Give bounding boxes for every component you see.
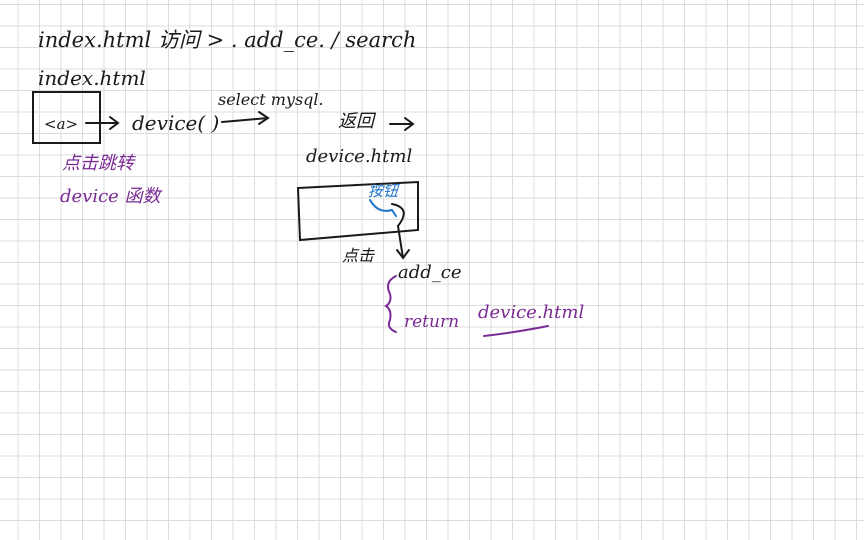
arrow-select-mysql [221,111,270,125]
return-word: return [404,312,460,332]
arrow-after-return [389,117,415,131]
return-label: 返回 [338,111,374,132]
heading-note: index.html 访问 > . add_ce. / search [38,28,417,52]
device-html-label: device.html [306,146,413,167]
index-box [32,91,101,144]
click-note: 点击 [342,246,375,265]
index-html-label: index.html [38,66,146,90]
button-scribble [369,199,397,217]
device-fn-note: device 函数 [60,186,161,207]
arrow-to-device [85,116,120,130]
click-jump-note: 点击跳转 [62,153,134,174]
anchor-tag-text: <a> [44,115,79,133]
device-call-text: device( ) [132,111,220,135]
add-ce-text: add_ce [398,262,462,283]
device-box [296,180,419,242]
button-text: 按钮 [368,182,399,200]
arrow-to-add-ce [391,203,410,260]
select-mysql-text: select mysql. [218,90,324,109]
device-html-underlined: device.html [478,302,585,323]
purple-brace [384,275,397,333]
underline [483,325,549,337]
